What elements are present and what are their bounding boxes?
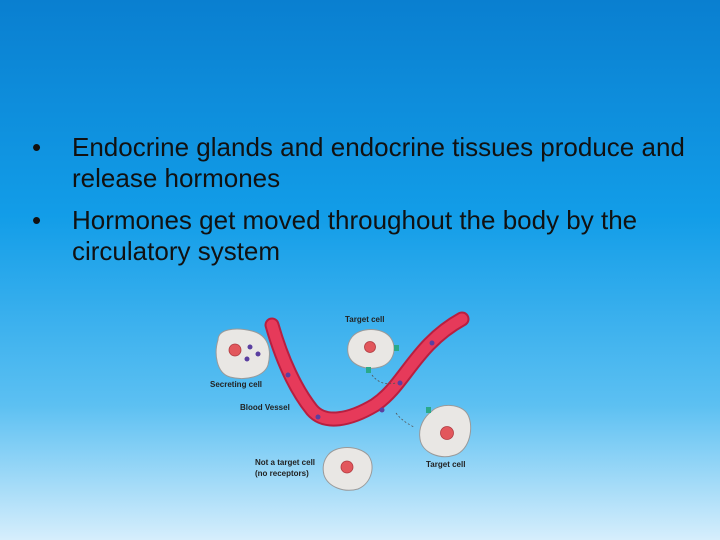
bullet-marker: • [32,205,42,235]
hormone-molecule [429,340,435,346]
hormone-molecule [244,356,250,362]
bullet-item: • Hormones get moved throughout the body… [32,205,712,267]
receptor [366,367,371,373]
hormone-path-arrow [395,412,415,428]
label-target-cell-bottom: Target cell [426,460,465,469]
non-target-cell-nucleus [340,460,354,474]
receptor [426,407,431,413]
hormone-molecule [285,372,291,378]
hormone-molecule [315,414,321,420]
bullet-marker: • [32,132,42,162]
target-cell-bottom-nucleus [440,426,454,440]
hormone-molecule [379,407,385,413]
bullet-text: Hormones get moved throughout the body b… [72,205,638,266]
hormone-molecule [397,380,403,386]
bullet-list: • Endocrine glands and endocrine tissues… [32,132,712,278]
target-cell-top-nucleus [364,341,376,353]
hormone-transport-diagram: Target cell Secreting cell Blood Vessel … [210,311,472,491]
hormone-path-arrow [371,374,397,385]
bullet-text: Endocrine glands and endocrine tissues p… [72,132,685,193]
label-target-cell-top: Target cell [345,315,384,324]
label-secreting-cell: Secreting cell [210,380,262,389]
hormone-molecule [255,351,261,357]
secreting-cell [215,328,270,379]
hormone-molecule [247,344,253,350]
secreting-cell-nucleus [228,343,242,357]
receptor [394,345,399,351]
label-no-receptors: (no receptors) [255,469,309,478]
label-blood-vessel: Blood Vessel [240,403,290,412]
label-not-target-cell: Not a target cell [255,458,315,467]
bullet-item: • Endocrine glands and endocrine tissues… [32,132,712,194]
